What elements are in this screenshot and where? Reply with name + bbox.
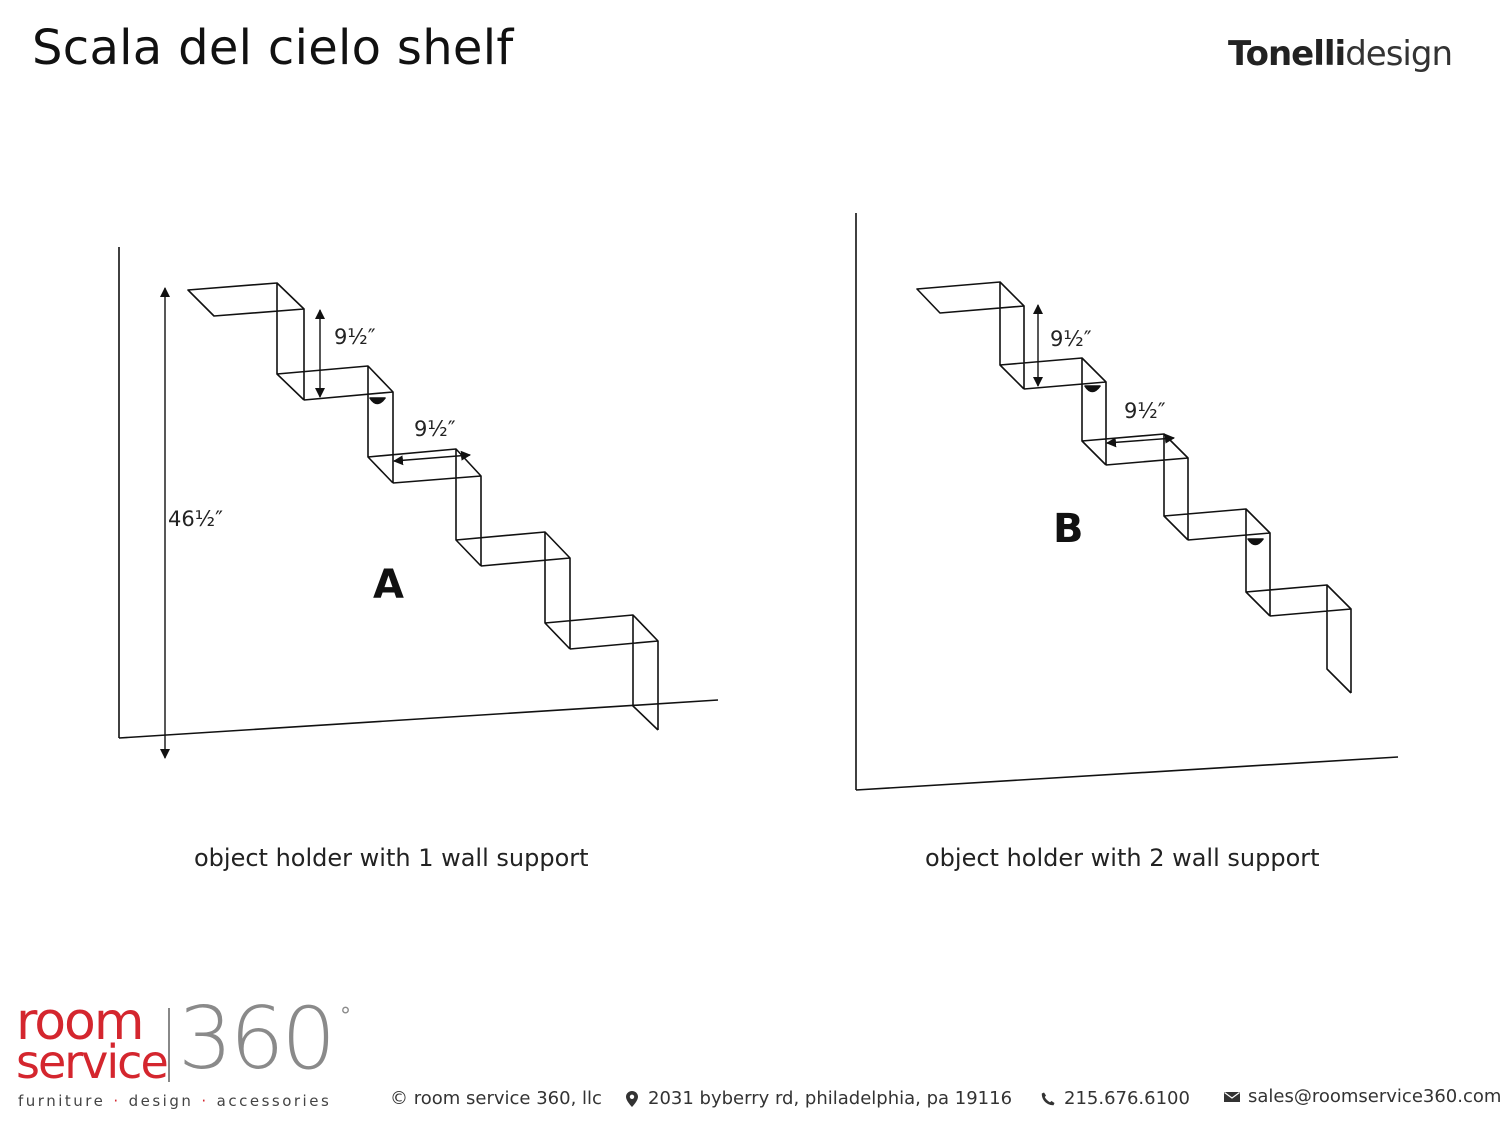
logo-room: room xyxy=(16,992,145,1052)
floor-line xyxy=(855,756,1399,791)
tag-furniture: furniture xyxy=(18,1092,106,1110)
tag-separator: · xyxy=(113,1092,121,1110)
footer-copyright: © room service 360, llc xyxy=(390,1088,602,1109)
shelf-outline xyxy=(187,282,659,731)
wall-support-bracket xyxy=(369,397,386,405)
tonelli-design-logo: Tonellidesign xyxy=(1227,34,1453,74)
phone-text: 215.676.6100 xyxy=(1064,1088,1190,1109)
brand-bold: Tonelli xyxy=(1227,34,1346,74)
map-pin-icon xyxy=(626,1091,638,1107)
dim-depth-label: 9½″ xyxy=(414,417,456,441)
caption-a: object holder with 1 wall support xyxy=(194,844,589,872)
logo-tagline: furniture · design · accessories xyxy=(18,1092,331,1110)
envelope-icon xyxy=(1224,1092,1240,1102)
wall-support-bracket-1 xyxy=(1084,385,1101,393)
logo-divider xyxy=(168,1008,170,1082)
dim-depth-label: 9½″ xyxy=(1124,399,1166,423)
footer-address: 2031 byberry rd, philadelphia, pa 19116 xyxy=(624,1088,1012,1109)
tag-separator: · xyxy=(201,1092,209,1110)
footer-phone: 215.676.6100 xyxy=(1040,1088,1190,1109)
phone-icon xyxy=(1041,1092,1055,1106)
tag-accessories: accessories xyxy=(216,1092,332,1110)
diagram-a xyxy=(118,247,719,759)
email-text[interactable]: sales@roomservice360.com xyxy=(1248,1086,1500,1107)
footer-email[interactable]: sales@roomservice360.com xyxy=(1224,1086,1500,1107)
caption-b: object holder with 2 wall support xyxy=(925,844,1320,872)
wall-support-bracket-2 xyxy=(1247,538,1264,546)
dim-rise-label: 9½″ xyxy=(334,325,376,349)
brand-light: design xyxy=(1345,34,1453,74)
address-text: 2031 byberry rd, philadelphia, pa 19116 xyxy=(648,1088,1013,1109)
page-title: Scala del cielo shelf xyxy=(32,20,514,76)
diagram-a-letter: A xyxy=(373,562,404,608)
shelf-outline xyxy=(916,281,1352,694)
dim-depth-arrow xyxy=(393,450,471,466)
tag-design: design xyxy=(128,1092,194,1110)
dim-height-label: 46½″ xyxy=(168,507,223,531)
diagram-b-letter: B xyxy=(1053,506,1084,552)
dim-depth-arrow xyxy=(1106,433,1175,448)
floor-line xyxy=(118,699,719,739)
logo-service: service xyxy=(16,1035,169,1089)
logo-360: 360 xyxy=(178,989,336,1089)
logo-degree: ° xyxy=(340,1004,351,1029)
diagram-b xyxy=(855,213,1399,791)
dim-rise-label: 9½″ xyxy=(1050,327,1092,351)
